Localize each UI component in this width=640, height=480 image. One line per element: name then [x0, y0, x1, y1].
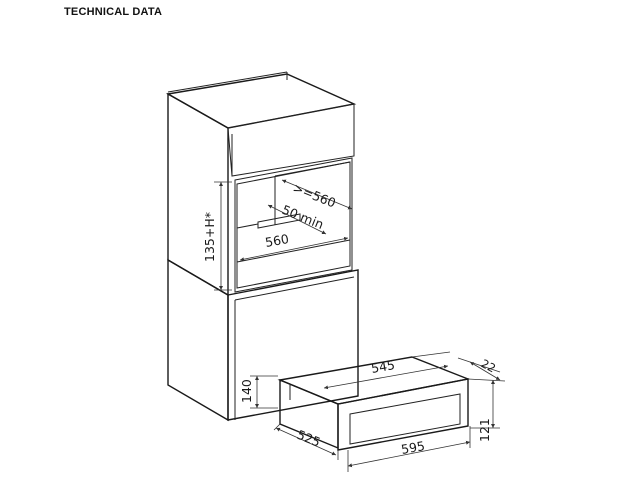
label-niche-width: 560	[264, 231, 290, 250]
oven-niche	[234, 157, 353, 293]
label-drawer-niche-height: 140	[239, 379, 254, 403]
label-drawer-depth: 525	[295, 427, 323, 450]
label-drawer-height: 121	[477, 418, 492, 442]
label-niche-height: 135+H*	[202, 212, 217, 262]
label-drawer-top-width: 545	[370, 357, 396, 376]
page-title: TECHNICAL DATA	[64, 6, 163, 18]
label-gap: 50 min	[280, 202, 326, 232]
label-drawer-front-offset: 22	[479, 356, 498, 375]
cabinet-upper	[165, 71, 357, 297]
label-drawer-width: 595	[400, 438, 426, 457]
drawer-front-panel	[349, 393, 461, 445]
cabinet-lower	[167, 258, 359, 422]
dimension-lines	[214, 179, 506, 472]
